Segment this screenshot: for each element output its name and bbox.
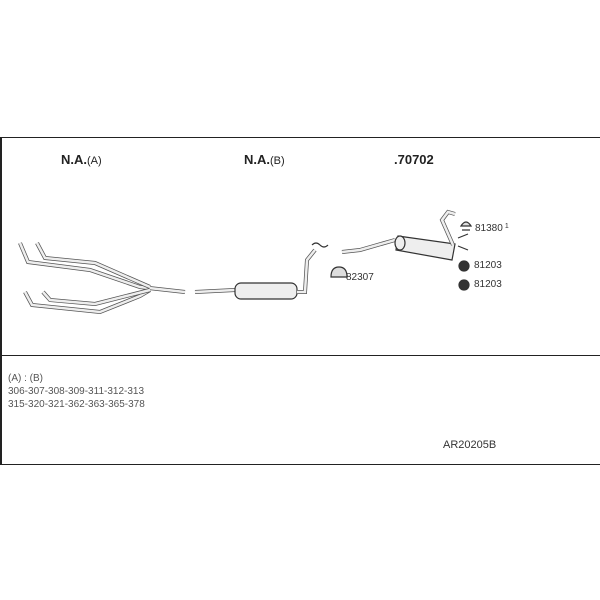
notes-line-1: 306-307-308-309-311-312-313: [8, 386, 145, 397]
diagram-frame: [0, 137, 600, 465]
divider: [0, 355, 600, 356]
part-81203-b: 81203: [474, 279, 502, 290]
rear-silencer: [341, 209, 469, 261]
rubber-mount-icon: [458, 260, 470, 291]
section-a-label: N.A.(A): [61, 152, 102, 167]
front-pipe: [18, 242, 186, 315]
kit-code: AR20205B: [443, 439, 497, 451]
hanger-icon: [459, 221, 473, 231]
section-b-suffix: (B): [270, 155, 285, 167]
part-82307: 82307: [346, 272, 374, 283]
part-81203-a: 81203: [474, 260, 502, 271]
section-a-name: N.A.: [61, 152, 87, 167]
part-81380-number: 81380: [475, 223, 503, 234]
section-b-name: N.A.: [244, 152, 270, 167]
clamp-icon: [330, 266, 348, 278]
section-c-label: .70702: [394, 152, 434, 167]
legend-line: (A) : (B): [8, 373, 43, 384]
middle-silencer: [194, 242, 329, 300]
application-notes: (A) : (B) 306-307-308-309-311-312-313 31…: [8, 372, 145, 411]
part-81380-note: 1: [504, 223, 509, 230]
section-a-suffix: (A): [87, 155, 102, 167]
section-b-label: N.A.(B): [244, 152, 285, 167]
section-c-name: .70702: [394, 152, 434, 167]
notes-line-2: 315-320-321-362-363-365-378: [8, 399, 145, 410]
